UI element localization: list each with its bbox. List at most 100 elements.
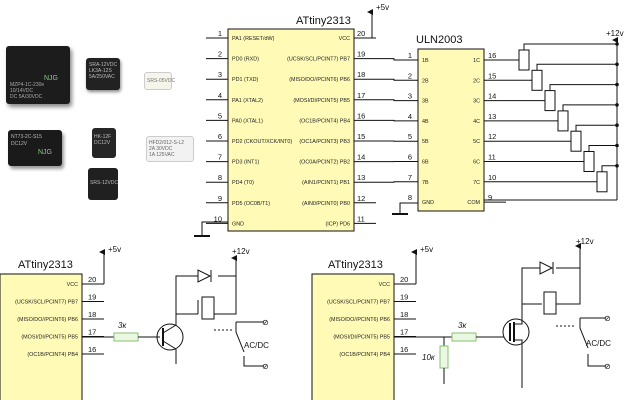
pin-number: 1: [218, 29, 222, 38]
br-terminal-icon: ⊘: [604, 314, 611, 323]
pin-number: 3: [218, 70, 222, 79]
relay-label-line: DC12V: [11, 141, 28, 147]
relay-label-line: LK3A-12S: [89, 68, 112, 74]
pin-label: 6C: [473, 160, 480, 166]
relay-coil: [518, 49, 530, 71]
pin-label: (ICP) PD6: [325, 221, 350, 227]
relay-coil: [557, 110, 569, 132]
pin-label: (MISO/DO//PCINT6) PB6: [329, 317, 390, 323]
coil-rail-wire: [562, 104, 617, 111]
pin-label: (AIN1/PCINT1) PB1: [302, 180, 350, 186]
pin-number: 18: [88, 310, 96, 319]
pin-label: PD4 (T0): [232, 180, 254, 186]
pin-label: 3B: [422, 99, 429, 105]
bl-chip-title: ATtiny2313: [18, 259, 73, 271]
pin-number: 18: [400, 310, 408, 319]
pin-number: 10: [488, 173, 496, 182]
relay-black-sealed: NT73-2C-S15 DC12V NJG: [8, 130, 62, 166]
bl-switch-contact: [235, 322, 264, 367]
br-terminal-icon: ⊘: [604, 362, 611, 371]
pin-number: 8: [408, 193, 412, 202]
bl-transistor-npn: [156, 323, 184, 351]
junction-dot: [615, 123, 619, 127]
pin-number: 6: [218, 132, 222, 141]
relay-black-dip: HK-12F DC12V: [92, 128, 116, 158]
pin-label: (MOSI/DI/PCINT5) PB5: [21, 335, 78, 341]
junction-dot: [615, 62, 619, 67]
bl-vcc-label: +5v: [108, 245, 121, 254]
relay-label-line: HK-12F: [94, 134, 112, 140]
top-vcc-label: +5v: [376, 3, 389, 12]
relay-brand: NJG: [38, 149, 52, 156]
top-gnd-symbol: [201, 221, 228, 236]
pin-number: 17: [88, 328, 96, 337]
pin-number: 13: [488, 112, 496, 121]
pin-number: 17: [357, 91, 365, 100]
pin-label: (MISO/DO//PCINT6) PB6: [289, 77, 350, 83]
pin-number: 9: [488, 193, 492, 202]
pin-label: GND: [232, 221, 244, 227]
pin-label: COM: [467, 200, 480, 206]
pin-label: PA1 (XTAL2): [232, 98, 263, 104]
pin-number: 20: [400, 275, 408, 284]
relay-label-line: 2A 30VDC: [149, 146, 173, 152]
pin-number: 8: [218, 173, 222, 182]
bl-relay-coil: [201, 296, 215, 320]
br-resistor-pulldown-label: 10к: [422, 353, 436, 362]
pin-number: 16: [357, 111, 365, 120]
br-chip-title: ATtiny2313: [328, 259, 383, 271]
top-12v-label: +12v: [606, 29, 624, 38]
bl-12v-label: +12v: [232, 247, 250, 256]
relay-label-line: NT73-2C-S15: [11, 134, 42, 140]
br-mosfet-drain: [514, 303, 542, 325]
br-relay-coil: [543, 291, 557, 315]
bl-transistor-emitter: [162, 340, 177, 350]
pin-label: VCC: [339, 36, 350, 42]
coil-rail-wire: [588, 145, 617, 152]
relay-coil: [583, 151, 595, 172]
relay-black-medium: SRA-12VDC LK3A-12S 5A/250VAC: [86, 58, 120, 90]
pin-label: 5C: [473, 139, 480, 145]
junction-dot: [615, 82, 619, 87]
top-driver-body: [417, 48, 485, 212]
pin-number: 16: [488, 51, 496, 60]
relay-label-line: HFD2/012-S-L2: [149, 140, 185, 146]
pin-label: (UCSK/SCL/PCINT7) PB7: [15, 300, 78, 306]
pin-number: 17: [400, 328, 408, 337]
pin-label: PD5 (OC0B/T1): [232, 201, 270, 207]
relay-label-line: DC12V: [94, 140, 111, 146]
relay-coil: [531, 69, 543, 91]
pin-number: 19: [88, 293, 96, 302]
pin-label: PD1 (TXD): [232, 77, 259, 83]
pin-number: 11: [357, 214, 365, 223]
relay-photo: MZP4-1C-230e 10/14VDC DC 5A/30VDC NJG SR…: [0, 28, 208, 214]
pin-label: (MOSI/DI/PCINT5) PB5: [293, 98, 350, 104]
pin-number: 5: [408, 132, 412, 141]
top-chip-body: [227, 28, 355, 232]
pin-number: 19: [400, 293, 408, 302]
bl-load-label: AC/DC: [244, 341, 269, 350]
br-vcc-label: +5v: [420, 245, 433, 254]
bus-wire: [376, 78, 400, 81]
top-driver-title: ULN2003: [416, 34, 462, 46]
relay-label-line: SRA-12VDC: [89, 62, 118, 68]
pin-label: GND: [422, 200, 434, 206]
pin-number: 19: [357, 50, 365, 59]
pin-label: (OC0A/PCINT2) PB2: [299, 160, 350, 166]
pin-number: 20: [357, 29, 365, 38]
pin-number: 5: [218, 111, 222, 120]
relay-label-line: SRS-05VDC: [147, 78, 176, 84]
pin-label: 6B: [422, 160, 429, 166]
bl-collector-wire: [175, 313, 198, 325]
coil-rail-wire: [601, 165, 617, 172]
relay-white-signal: HFD2/012-S-L2 2A 30VDC 1A 125VAC: [146, 136, 194, 162]
top-chip-title: ATtiny2313: [296, 15, 351, 27]
bl-resistor: [113, 332, 139, 342]
br-mosfet-source: [514, 339, 523, 388]
pin-number: 15: [488, 71, 496, 80]
